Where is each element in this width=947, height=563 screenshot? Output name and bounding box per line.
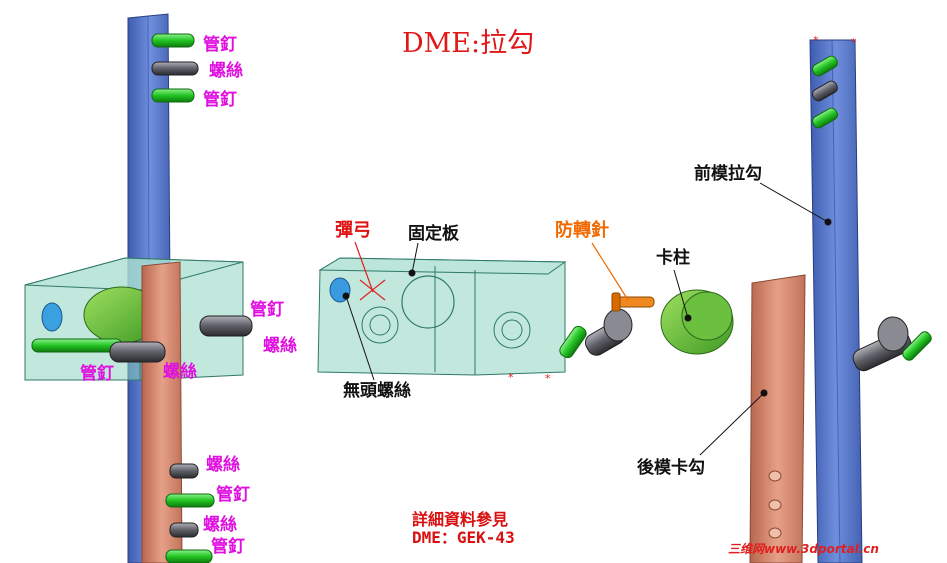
reference-line-2: DME：GEK-43 <box>412 528 515 547</box>
label-left-pin-5: 管釘 <box>216 485 250 505</box>
label-left-pin-2: 管釘 <box>203 90 237 110</box>
left-pin-3 <box>31 338 123 353</box>
left-lower-screw-2 <box>169 522 199 538</box>
center-anti-rotation-pin <box>611 292 655 312</box>
label-spring: 彈弓 <box>335 220 371 241</box>
reference-line-1: 詳細資料參見 <box>412 510 509 529</box>
center-grey-screw <box>584 308 633 356</box>
right-side-screw <box>852 316 932 372</box>
label-latch-post: 卡柱 <box>656 248 690 268</box>
label-fixed-plate: 固定板 <box>408 224 459 244</box>
left-screw-2 <box>199 315 253 337</box>
label-left-screw-3: 螺絲 <box>163 362 197 382</box>
svg-text:*: * <box>813 34 819 47</box>
svg-text:*: * <box>851 36 857 49</box>
left-screw-3 <box>109 341 166 363</box>
label-left-screw-1: 螺絲 <box>209 61 243 81</box>
left-screw-1 <box>151 61 199 76</box>
center-green-pin <box>559 325 587 359</box>
svg-text:*: * <box>545 372 551 385</box>
label-left-screw-4: 螺絲 <box>206 455 240 475</box>
left-copper-latch-bar <box>141 261 183 563</box>
label-left-pin-4: 管釘 <box>80 364 114 384</box>
left-lower-screw-1 <box>169 463 199 479</box>
left-pin-2 <box>151 88 195 103</box>
right-copper-latch-bar <box>749 274 806 563</box>
diagram-title: DME:拉勾 <box>402 28 535 59</box>
center-latch-post <box>660 289 734 355</box>
svg-text:*: * <box>508 371 514 384</box>
center-fixed-plate <box>317 257 567 376</box>
right-blue-puller-bar <box>809 39 863 563</box>
label-anti-rotation-pin: 防轉針 <box>555 220 609 241</box>
label-rear-mold-latch: 後模卡勾 <box>637 458 705 478</box>
watermark: 三维网www.3dportal.cn <box>728 542 879 556</box>
label-left-pin-1: 管釘 <box>203 35 237 55</box>
label-left-pin-6: 管釘 <box>211 537 245 557</box>
label-left-screw-2: 螺絲 <box>263 336 297 356</box>
left-lower-pin-1 <box>165 493 215 508</box>
left-lower-pin-2 <box>165 549 213 563</box>
label-headless-screw: 無頭螺絲 <box>343 381 411 401</box>
right-top-pins <box>812 55 838 129</box>
red-marker-crosses: * * * * <box>508 34 857 385</box>
label-left-screw-5: 螺絲 <box>203 515 237 535</box>
leader-lines <box>342 182 832 456</box>
label-left-pin-3: 管釘 <box>250 300 284 320</box>
label-front-mold-puller: 前模拉勾 <box>694 164 762 184</box>
left-pin-1 <box>151 33 195 48</box>
